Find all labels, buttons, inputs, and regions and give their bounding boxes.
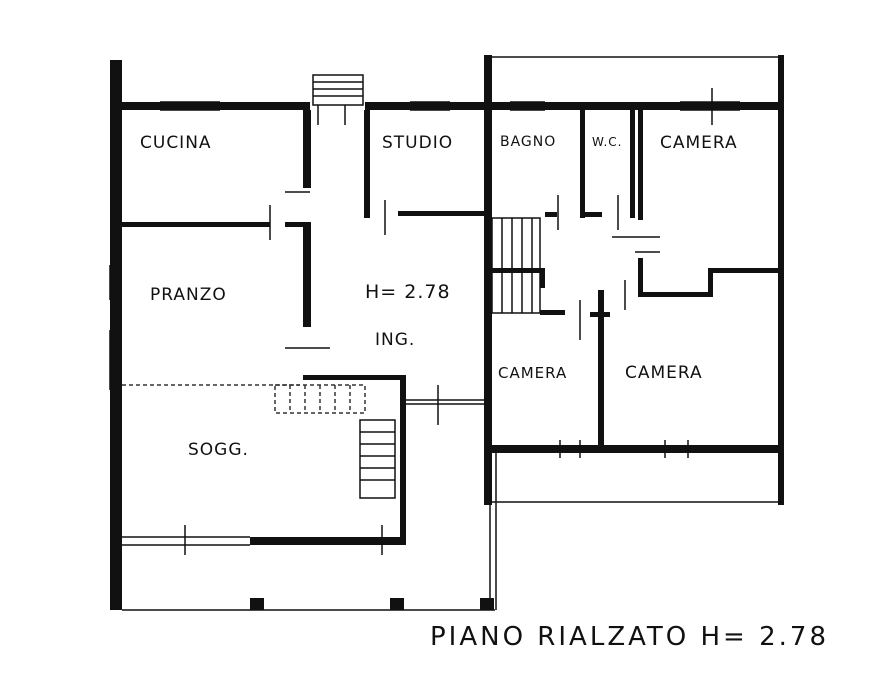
label-soggiorno: SOGG. — [188, 440, 249, 460]
stairs — [122, 74, 541, 499]
room-labels: CUCINA STUDIO BAGNO W.C. CAMERA PRANZO H… — [140, 133, 738, 460]
label-pranzo: PRANZO — [150, 285, 227, 305]
label-camera-top: CAMERA — [660, 133, 738, 153]
label-cucina: CUCINA — [140, 133, 212, 153]
label-camera-right: CAMERA — [625, 363, 703, 383]
label-camera-left: CAMERA — [498, 364, 567, 382]
label-bagno: BAGNO — [500, 134, 556, 150]
label-ingresso: ING. — [375, 330, 415, 350]
label-wc: W.C. — [592, 135, 623, 149]
label-studio: STUDIO — [382, 133, 453, 153]
walls — [110, 55, 784, 611]
plan-caption: PIANO RIALZATO H= 2.78 — [430, 622, 829, 652]
label-height: H= 2.78 — [365, 281, 451, 303]
windows — [109, 88, 740, 555]
